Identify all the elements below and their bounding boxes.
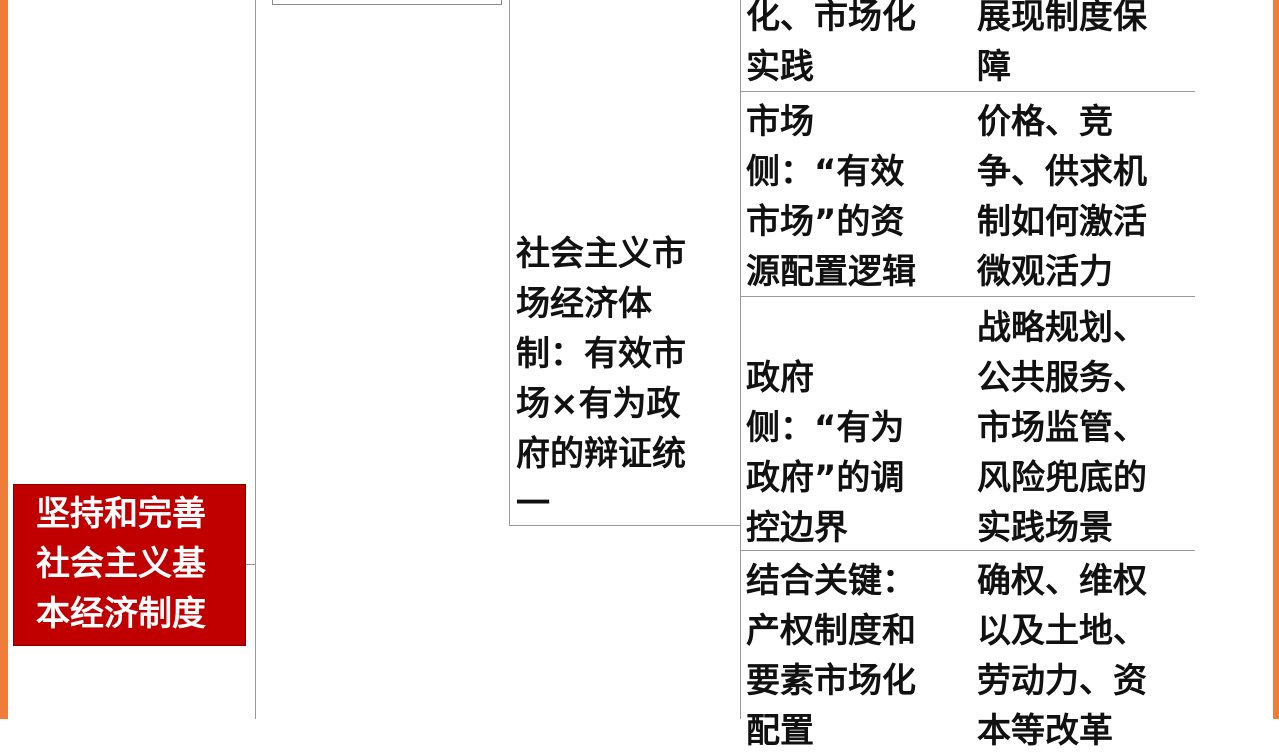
cell-line: 本等改革	[977, 711, 1113, 751]
cell-line: 源配置逻辑	[746, 252, 916, 292]
branch-line: 一	[516, 484, 550, 524]
cell-line: 市场	[746, 102, 814, 142]
right-frame-border	[1273, 0, 1279, 719]
cell-line: 风险兜底的	[977, 458, 1147, 498]
cell-line: 公共服务、	[977, 358, 1147, 398]
cell-line: 劳动力、资	[977, 661, 1147, 701]
cell-line: 化、市场化	[746, 0, 916, 37]
row-detail-cell[interactable]: 确权、维权 以及土地、 劳动力、资 本等改革	[977, 556, 1172, 756]
root-connector	[246, 564, 256, 565]
cell-line: 产权制度和	[746, 611, 916, 651]
cell-line: 侧：“有为	[746, 408, 905, 448]
cell-line: 市场监管、	[977, 408, 1147, 448]
left-frame-border	[0, 0, 8, 719]
branch-left-border	[509, 0, 510, 526]
row-detail-cell[interactable]: 展现制度保 障	[977, 0, 1172, 92]
row-topic-cell[interactable]: 政府 侧：“有为 政府”的调 控边界	[746, 353, 941, 553]
cell-line: 微观活力	[977, 252, 1113, 292]
main-trunk-line	[255, 0, 256, 719]
root-node[interactable]: 坚持和完善 社会主义基 本经济制度	[13, 484, 246, 646]
cell-line: 制如何激活	[977, 202, 1147, 242]
cell-line: 要素市场化	[746, 661, 916, 701]
cell-line: 政府”的调	[746, 458, 905, 498]
root-line: 社会主义基	[36, 544, 206, 584]
branch-node-market-economy[interactable]: 社会主义市 场经济体 制：有效市 场×有为政 府的辩证统 一	[516, 229, 711, 529]
cell-line: 确权、维权	[977, 561, 1147, 601]
cell-line: 价格、竞	[977, 102, 1113, 142]
cell-line: 政府	[746, 358, 814, 398]
cell-line: 控边界	[746, 508, 848, 548]
row-topic-cell[interactable]: 结合关键： 产权制度和 要素市场化 配置	[746, 556, 941, 756]
row-divider-2	[740, 296, 1195, 297]
cell-line: 市场”的资	[746, 202, 905, 242]
row-topic-cell[interactable]: 市场 侧：“有效 市场”的资 源配置逻辑	[746, 97, 941, 297]
branch-line: 制：有效市	[516, 334, 686, 374]
cell-line: 战略规划、	[977, 308, 1147, 348]
collapsed-sibling-box	[272, 0, 502, 5]
cell-line: 侧：“有效	[746, 152, 905, 192]
row-detail-cell[interactable]: 价格、竞 争、供求机 制如何激活 微观活力	[977, 97, 1172, 297]
cell-line: 争、供求机	[977, 152, 1147, 192]
cell-line: 展现制度保	[977, 0, 1147, 37]
branch-bottom-border	[509, 525, 741, 526]
row-detail-cell[interactable]: 战略规划、 公共服务、 市场监管、 风险兜底的 实践场景	[977, 303, 1172, 553]
rows-left-border	[740, 0, 741, 719]
branch-line: 府的辩证统	[516, 434, 686, 474]
row-divider-1	[740, 91, 1195, 92]
branch-line: 社会主义市	[516, 234, 686, 274]
root-line: 坚持和完善	[36, 494, 206, 534]
cell-line: 障	[977, 47, 1011, 87]
row-topic-cell[interactable]: 化、市场化 实践	[746, 0, 941, 92]
row-divider-3	[740, 550, 1195, 551]
branch-line: 场×有为政	[516, 384, 681, 424]
cell-line: 实践场景	[977, 508, 1113, 548]
cell-line: 配置	[746, 711, 814, 751]
cell-line: 结合关键：	[746, 561, 916, 601]
cell-line: 以及土地、	[977, 611, 1147, 651]
cell-line: 实践	[746, 47, 814, 87]
root-line: 本经济制度	[36, 594, 206, 634]
branch-line: 场经济体	[516, 284, 652, 324]
